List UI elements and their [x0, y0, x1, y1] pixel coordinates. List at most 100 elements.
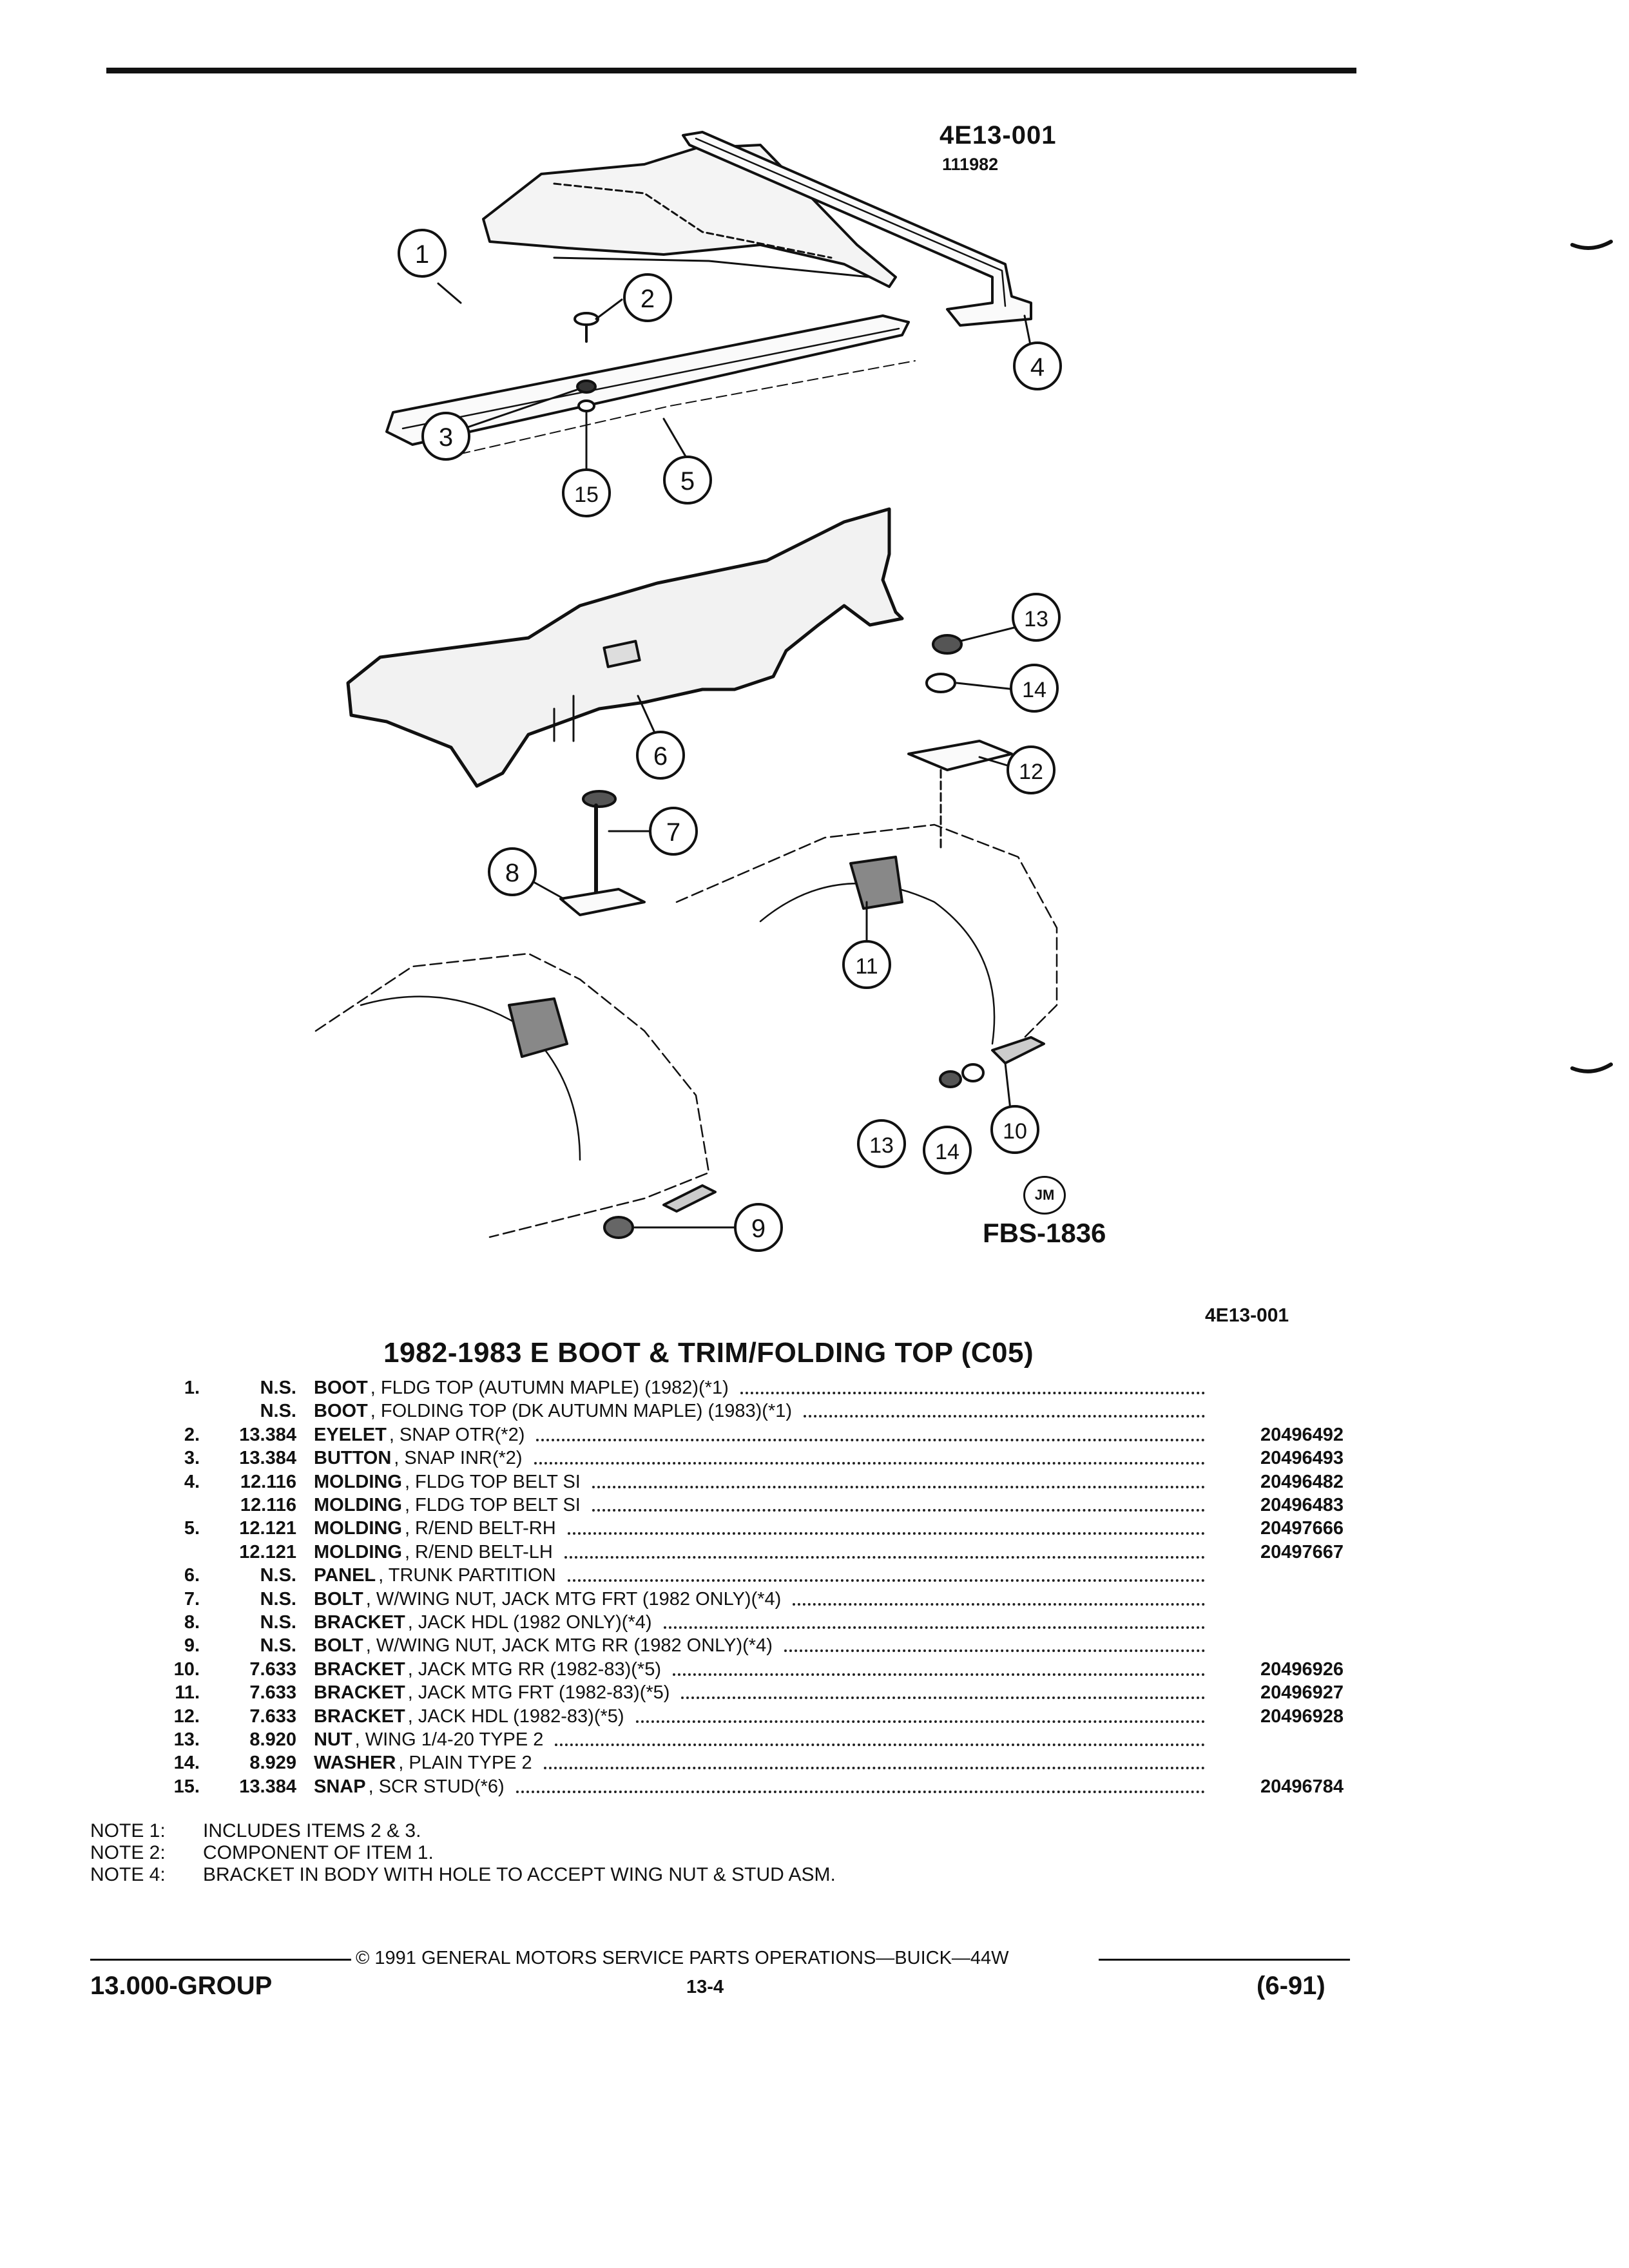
part-item-number: 8. — [184, 1612, 200, 1633]
footer-page-number: 13-4 — [686, 1977, 724, 1997]
figure-code: 4E13-001 — [940, 121, 1057, 149]
svg-text:15: 15 — [574, 483, 599, 507]
part-catalog-number: N.S. — [260, 1635, 296, 1657]
dot-leader — [681, 1696, 1205, 1700]
svg-text:11: 11 — [855, 954, 878, 979]
section-title: 1982-1983 E BOOT & TRIM/FOLDING TOP (C05… — [383, 1337, 1034, 1369]
part-item-number: 9. — [184, 1635, 200, 1657]
footer-revision: (6-91) — [1257, 1972, 1325, 2000]
part-description: , JACK HDL (1982 ONLY)(*4) — [407, 1612, 652, 1633]
part-description: , W/WING NUT, JACK MTG FRT (1982 ONLY)(*… — [365, 1588, 782, 1610]
callout-13-top: 13 — [1012, 593, 1061, 642]
part-catalog-number: 12.116 — [240, 1495, 296, 1515]
callout-13-bottom: 13 — [857, 1119, 906, 1168]
part-name: WASHER — [314, 1753, 396, 1774]
part-number: 20496492 — [1260, 1424, 1344, 1445]
part-catalog-number: N.S. — [260, 1588, 296, 1610]
part-number: 20496928 — [1260, 1706, 1344, 1727]
part-name: BRACKET — [314, 1658, 405, 1680]
dot-leader — [793, 1602, 1205, 1606]
part-number: 20496483 — [1260, 1495, 1344, 1515]
boot-shape — [482, 144, 897, 288]
margin-marks — [1570, 240, 1613, 1073]
rear-end-molding — [385, 314, 910, 446]
svg-text:1: 1 — [415, 240, 429, 269]
note-text: COMPONENT OF ITEM 1. — [203, 1842, 434, 1863]
part-description: , JACK MTG FRT (1982-83)(*5) — [407, 1682, 670, 1704]
part-catalog-number: N.S. — [260, 1612, 296, 1633]
callout-1: 1 — [398, 229, 447, 278]
belt-molding — [682, 131, 1032, 327]
part-name: BOLT — [314, 1588, 363, 1610]
part-item-number: 11. — [175, 1682, 200, 1704]
note-line: NOTE 1: INCLUDES ITEMS 2 & 3. — [90, 1820, 836, 1842]
callout-5: 5 — [663, 456, 712, 505]
svg-text:3: 3 — [439, 423, 453, 452]
note-line: NOTE 2:COMPONENT OF ITEM 1. — [90, 1842, 836, 1864]
dot-leader — [592, 1485, 1205, 1488]
callout-15: 15 — [562, 468, 611, 517]
part-number: 20496482 — [1260, 1471, 1344, 1492]
part-name: BRACKET — [314, 1706, 405, 1727]
trunk-floor-outline — [314, 952, 710, 1238]
part-name: EYELET — [314, 1424, 387, 1445]
part-item-number: 3. — [184, 1448, 200, 1469]
part-number: 20496926 — [1260, 1658, 1344, 1680]
part-description: , FOLDING TOP (DK AUTUMN MAPLE) (1983)(*… — [370, 1401, 793, 1422]
callout-7: 7 — [649, 807, 698, 856]
part-item-number: 12. — [173, 1706, 200, 1727]
part-catalog-number: 7.633 — [249, 1658, 296, 1680]
part-item-number: 2. — [184, 1424, 200, 1445]
footer-copyright: © 1991 GENERAL MOTORS SERVICE PARTS OPER… — [356, 1948, 1009, 1968]
dot-leader — [672, 1673, 1205, 1676]
part-catalog-number: 8.920 — [249, 1729, 296, 1750]
dot-leader — [784, 1649, 1205, 1653]
part-number: 20496927 — [1260, 1682, 1344, 1704]
part-description: , JACK MTG RR (1982-83)(*5) — [407, 1658, 661, 1680]
part-description: , FLDG TOP (AUTUMN MAPLE) (1982)(*1) — [370, 1378, 729, 1398]
part-description: , R/END BELT-RH — [404, 1518, 556, 1539]
dot-leader — [567, 1579, 1205, 1582]
part-description: , SCR STUD(*6) — [368, 1776, 505, 1797]
part-row: N.S.BOOT, FOLDING TOP (DK AUTUMN MAPLE) … — [0, 1401, 1629, 1424]
dot-leader — [534, 1462, 1205, 1465]
note-text: INCLUDES ITEMS 2 & 3. — [203, 1820, 421, 1841]
svg-text:14: 14 — [1022, 678, 1046, 702]
callout-12: 12 — [1007, 745, 1055, 794]
part-name: MOLDING — [314, 1471, 402, 1492]
dot-leader — [567, 1532, 1205, 1535]
dot-leader — [516, 1790, 1205, 1793]
part-catalog-number: 13.384 — [239, 1424, 296, 1445]
callout-2: 2 — [623, 273, 672, 322]
callout-3: 3 — [421, 412, 470, 461]
note-text: BRACKET IN BODY WITH HOLE TO ACCEPT WING… — [203, 1864, 836, 1885]
dot-leader — [555, 1744, 1205, 1746]
dot-leader — [543, 1767, 1205, 1770]
part-name: BUTTON — [314, 1448, 392, 1469]
part-catalog-number: 7.633 — [249, 1682, 296, 1704]
part-name: BOOT — [314, 1401, 368, 1422]
part-description: , SNAP OTR(*2) — [389, 1424, 525, 1445]
svg-text:7: 7 — [666, 818, 680, 847]
part-catalog-number: 13.384 — [239, 1776, 296, 1797]
callout-10: 10 — [990, 1105, 1039, 1154]
svg-text:9: 9 — [751, 1215, 766, 1243]
part-catalog-number: 8.929 — [249, 1753, 296, 1774]
callout-9: 9 — [734, 1203, 783, 1252]
callout-8: 8 — [488, 847, 537, 896]
part-row: 6.N.S.PANEL, TRUNK PARTITION — [0, 1565, 1629, 1588]
part-name: BRACKET — [314, 1682, 405, 1704]
figure-reference: FBS-1836 — [983, 1218, 1106, 1248]
part-row: 2. 13.384 EYELET, SNAP OTR(*2) 20496492 — [0, 1425, 1629, 1448]
note-label: NOTE 1: — [90, 1820, 166, 1841]
part-number: 20496493 — [1260, 1448, 1344, 1469]
note-line: NOTE 4:BRACKET IN BODY WITH HOLE TO ACCE… — [90, 1864, 836, 1886]
svg-text:14: 14 — [935, 1140, 959, 1164]
part-item-number: 13. — [173, 1729, 200, 1750]
